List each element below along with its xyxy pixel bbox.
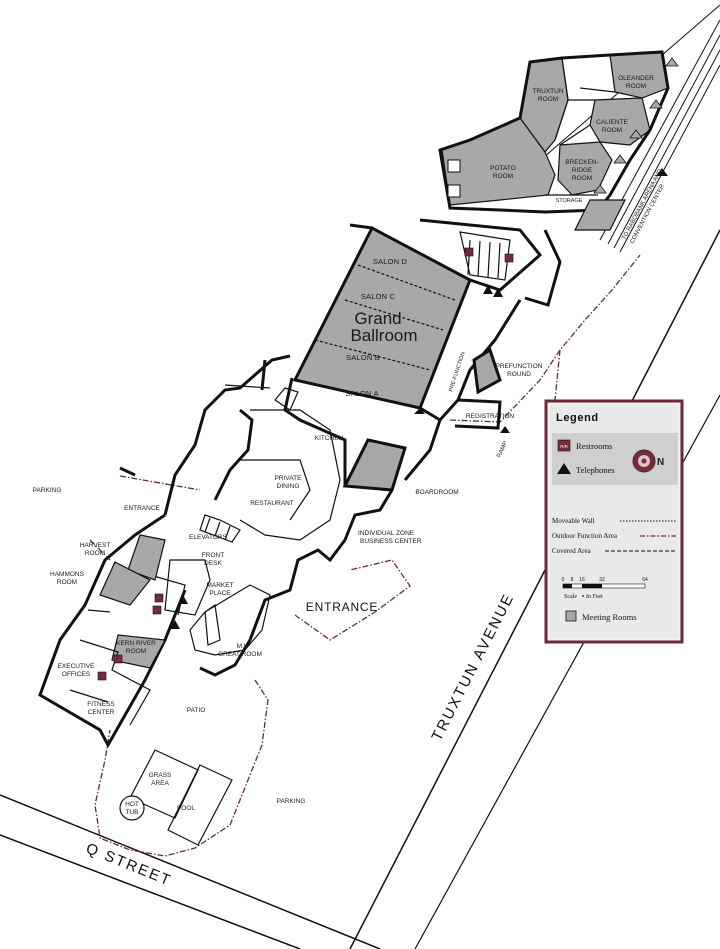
legend-title: Legend [556, 412, 599, 424]
label-individual-zone-1: INDIVIDUAL ZONE [358, 530, 415, 537]
label-oleander-room-2: ROOM [626, 83, 646, 90]
label-front-desk-2: DESK [204, 560, 222, 567]
grass-area-shape[interactable] [129, 749, 199, 819]
label-hammons-1: HAMMONS [50, 571, 85, 578]
scale-bar: 0 8 16 32 64 Scale In Feet [562, 577, 648, 600]
ramp-arrow-icon [500, 426, 510, 433]
label-grand-ballroom-1: Grand [354, 309, 401, 328]
label-hammons-2: ROOM [57, 579, 77, 586]
label-harvest-1: HARVEST [80, 542, 111, 549]
scale-label: Scale [564, 594, 577, 600]
label-entrance-main: ENTRANCE [306, 600, 378, 614]
harvest-room-area[interactable] [127, 534, 166, 581]
label-oleander-room: OLEANDER [618, 75, 654, 82]
label-caliente-room: CALIENTE [596, 119, 628, 126]
label-front-desk-1: FRONT [202, 552, 224, 559]
label-entrance-small: ENTRANCE [124, 505, 160, 512]
label-harvest-2: ROOM [85, 550, 105, 557]
label-storage: STORAGE [556, 198, 583, 204]
scale-unit: In Feet [586, 594, 603, 600]
svg-text:16: 16 [579, 577, 585, 583]
label-potato-room: POTATO [490, 165, 516, 172]
label-grass-area-2: AREA [151, 780, 169, 787]
svg-text:8: 8 [571, 577, 574, 583]
label-ramp: RAMP [496, 441, 509, 459]
label-parking-left: PARKING [33, 487, 62, 494]
label-executive-offices-1: EXECUTIVE [58, 663, 96, 670]
restroom-icon [557, 439, 571, 452]
svg-text:32: 32 [599, 577, 605, 583]
label-kern-river-2: ROOM [126, 648, 146, 655]
legend-covered-area: Covered Area [552, 547, 592, 555]
label-patio: PATIO [187, 707, 206, 714]
label-hot-tub-2: TUB [126, 809, 139, 816]
label-salon-d: SALON D [373, 257, 408, 266]
label-private-dining-2: DINING [277, 483, 300, 490]
label-pool: POOL [177, 805, 195, 812]
label-breckenridge-3: ROOM [572, 175, 592, 182]
label-boardroom: BOARDROOM [415, 489, 458, 496]
label-hot-tub-1: HOT [125, 801, 139, 808]
label-truxtun-room-2: ROOM [538, 96, 558, 103]
label-market-place-1: MARKET [206, 582, 233, 589]
label-grand-ballroom-2: Ballroom [350, 326, 417, 345]
label-salon-a: SALON A [345, 389, 379, 398]
arrow-up-icon [656, 168, 668, 176]
main-labels: PRIVATE DINING RESTAURANT INDIVIDUAL ZON… [33, 475, 422, 816]
label-kitchen: KITCHEN [315, 435, 344, 442]
legend-restrooms: Restrooms [576, 441, 612, 451]
kern-river-room-area[interactable] [111, 634, 166, 669]
ballroom-block [292, 218, 562, 541]
label-fitness-center-2: CENTER [88, 709, 115, 716]
upper-wing [438, 50, 679, 231]
label-elevators: ELEVATORS [189, 534, 228, 541]
label-individual-zone-2: BUSINESS CENTER [360, 538, 422, 545]
telephone-icon [557, 463, 571, 474]
legend-meeting-rooms: Meeting Rooms [582, 612, 637, 622]
map-markers [97, 247, 514, 681]
label-registration: REGISTRATION [466, 413, 515, 420]
hot-tub-shape[interactable] [119, 795, 145, 821]
legend-telephones: Telephones [576, 465, 615, 475]
label-executive-offices-2: OFFICES [62, 671, 91, 678]
restroom-symbol: R/R [560, 444, 569, 449]
label-restaurant: RESTAURANT [250, 500, 294, 507]
svg-text:0: 0 [562, 577, 565, 583]
label-truxtun-room: TRUXTUN [532, 88, 563, 95]
legend-outdoor-function: Outdoor Function Area [552, 532, 618, 540]
patio-area [119, 749, 233, 846]
legend-panel: Legend R/R Restrooms Telephones N Moveab… [544, 399, 684, 644]
label-mi-great-room-2: GREAT ROOM [218, 651, 262, 658]
svg-text:64: 64 [642, 577, 648, 583]
compass-letter: N [657, 457, 664, 468]
hammons-room-area[interactable] [99, 561, 151, 606]
label-prefunction-round-1: PREFUNCTION [496, 363, 543, 370]
label-potato-room-2: ROOM [493, 173, 513, 180]
label-mi-great-room-1: M.I. [237, 643, 248, 650]
label-breckenridge-1: BRECKEN- [565, 159, 599, 166]
label-kern-river-1: KERN RIVER [116, 640, 156, 647]
label-market-place-2: PLACE [209, 590, 231, 597]
label-fitness-center-1: FITNESS [87, 701, 115, 708]
label-private-dining-1: PRIVATE [275, 475, 303, 482]
meeting-rooms-swatch [565, 610, 577, 622]
label-caliente-room-2: ROOM [602, 127, 622, 134]
label-truxtun-avenue: TRUXTUN AVENUE [428, 590, 517, 743]
label-parking-bottom: PARKING [277, 798, 306, 805]
label-salon-b: SALON B [346, 353, 380, 362]
label-prefunction-round-2: ROUND [507, 371, 531, 378]
label-grass-area-1: GRASS [149, 772, 172, 779]
label-salon-c: SALON C [361, 292, 396, 301]
main-building [38, 354, 347, 749]
upper-wing-labels: TRUXTUN ROOM OLEANDER ROOM CALIENTE ROOM… [490, 75, 654, 204]
label-breckenridge-2: RIDGE [572, 167, 593, 174]
legend-moveable-wall: Moveable Wall [552, 517, 595, 525]
pool-shape[interactable] [167, 764, 233, 846]
